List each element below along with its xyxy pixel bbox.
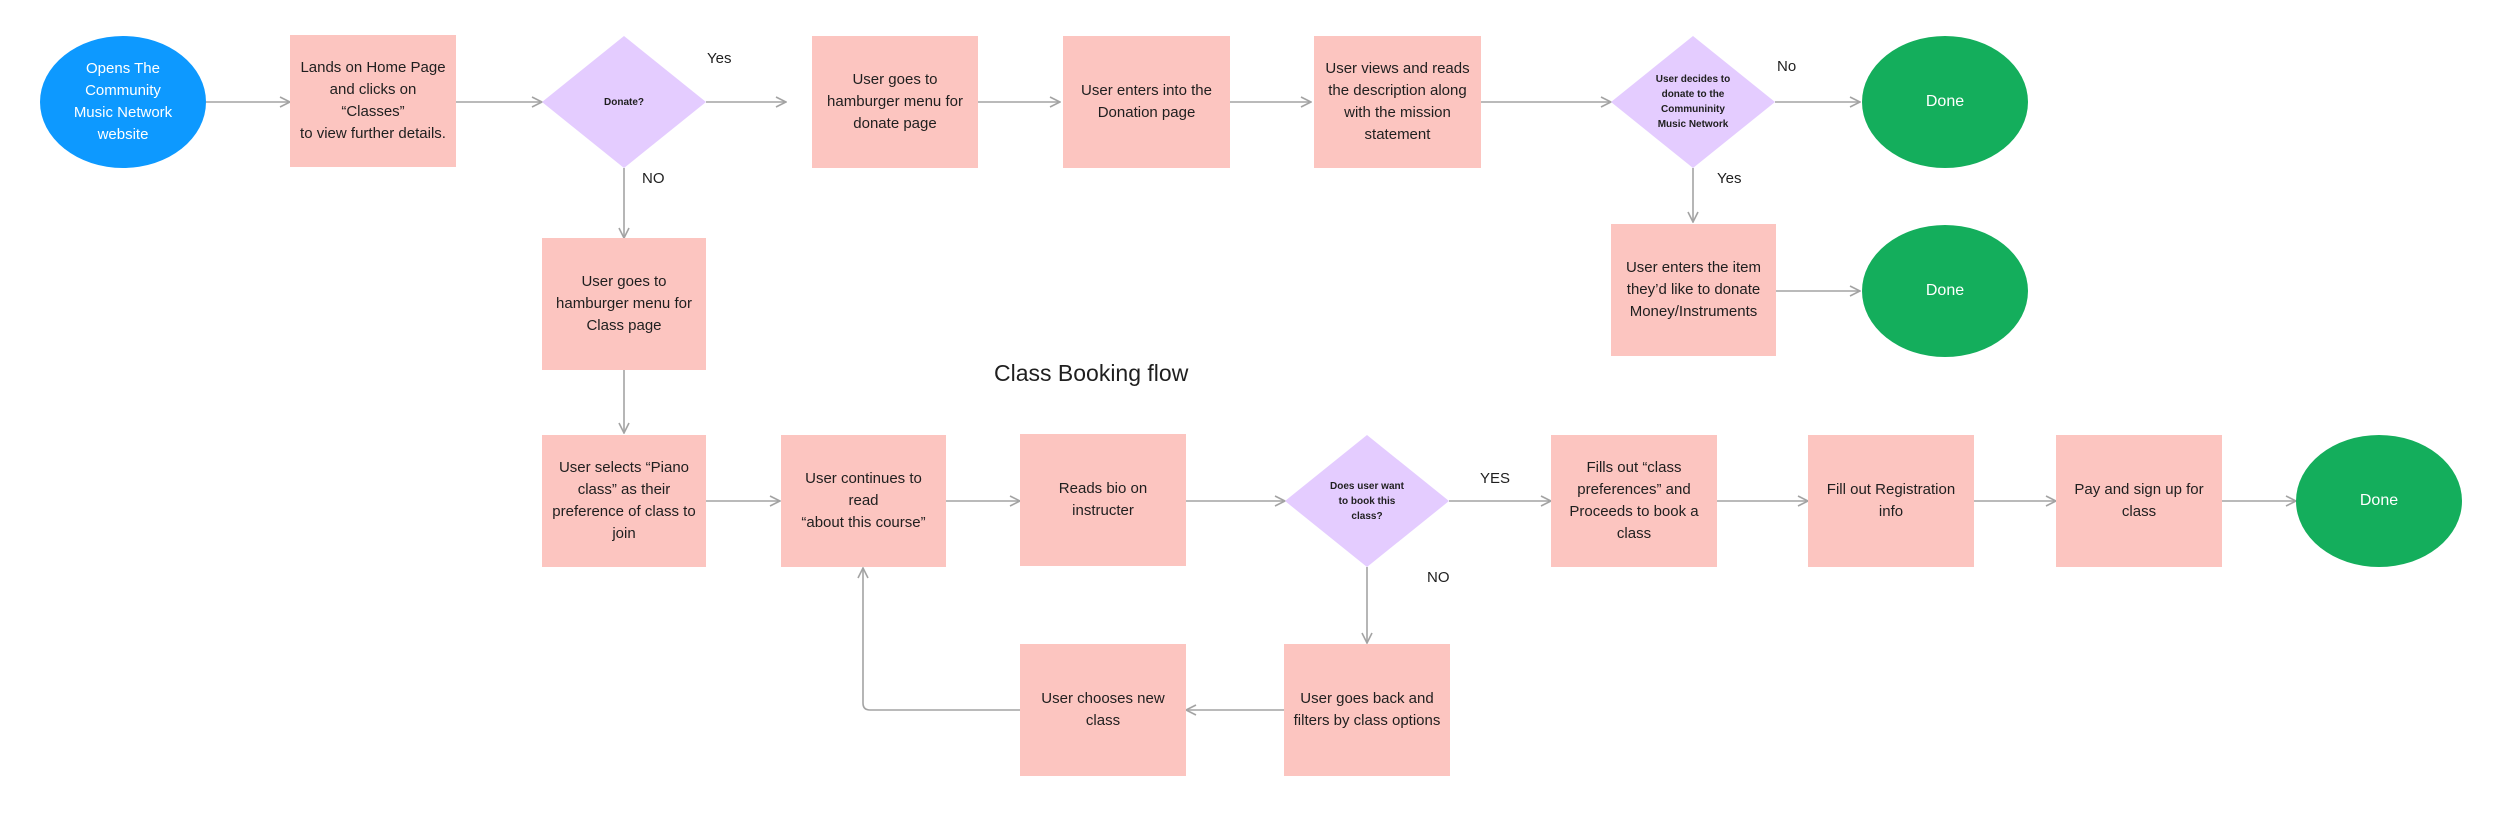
registration-step: Fill out Registration info <box>1808 435 1974 567</box>
pay-step: Pay and sign up for class <box>2056 435 2222 567</box>
book-class-decision-label: Does user want to book this class? <box>1330 480 1404 522</box>
done-node-class: Done <box>2296 435 2462 567</box>
start-node: Opens The Community Music Network websit… <box>40 36 206 168</box>
donate-decision: Donate? <box>542 36 706 168</box>
filter-back-step: User goes back and filters by class opti… <box>1284 644 1450 776</box>
book-class-decision: Does user want to book this class? <box>1285 435 1449 567</box>
class-menu-step: User goes to hamburger menu for Class pa… <box>542 238 706 370</box>
decides-donate-decision: User decides to donate to the Communinit… <box>1611 36 1775 168</box>
donate-decision-label: Donate? <box>604 96 644 108</box>
edge-label-decides-yes: Yes <box>1717 170 1742 187</box>
edge-label-book-yes: YES <box>1480 470 1511 487</box>
donation-page-step: User enters into the Donation page <box>1063 36 1230 168</box>
done-node-no-donation: Done <box>1862 36 2028 168</box>
read-about-step: User continues to read “about this cours… <box>781 435 946 567</box>
edge-choose-new-to-read-about <box>863 568 1020 711</box>
edge-label-donate-yes: Yes <box>707 50 732 67</box>
reads-description-step: User views and reads the description alo… <box>1314 36 1481 168</box>
enter-item-step: User enters the item they’d like to dona… <box>1611 224 1776 356</box>
donate-menu-step: User goes to hamburger menu for donate p… <box>812 36 978 168</box>
landing-step: Lands on Home Page and clicks on “Classe… <box>290 35 456 167</box>
edge-label-book-no: NO <box>1427 569 1450 586</box>
read-bio-step: Reads bio on instructer <box>1020 434 1186 566</box>
fill-preferences-step: Fills out “class preferences” and Procee… <box>1551 435 1717 567</box>
done-node-donation: Done <box>1862 225 2028 357</box>
select-piano-step: User selects “Piano class” as their pref… <box>542 435 706 567</box>
edge-label-decides-no: No <box>1777 58 1797 75</box>
section-title: Class Booking flow <box>994 360 1189 386</box>
decides-donate-label: User decides to donate to the Communinit… <box>1655 74 1731 130</box>
edge-label-donate-no: NO <box>642 170 665 187</box>
choose-new-class-step: User chooses new class <box>1020 644 1186 776</box>
